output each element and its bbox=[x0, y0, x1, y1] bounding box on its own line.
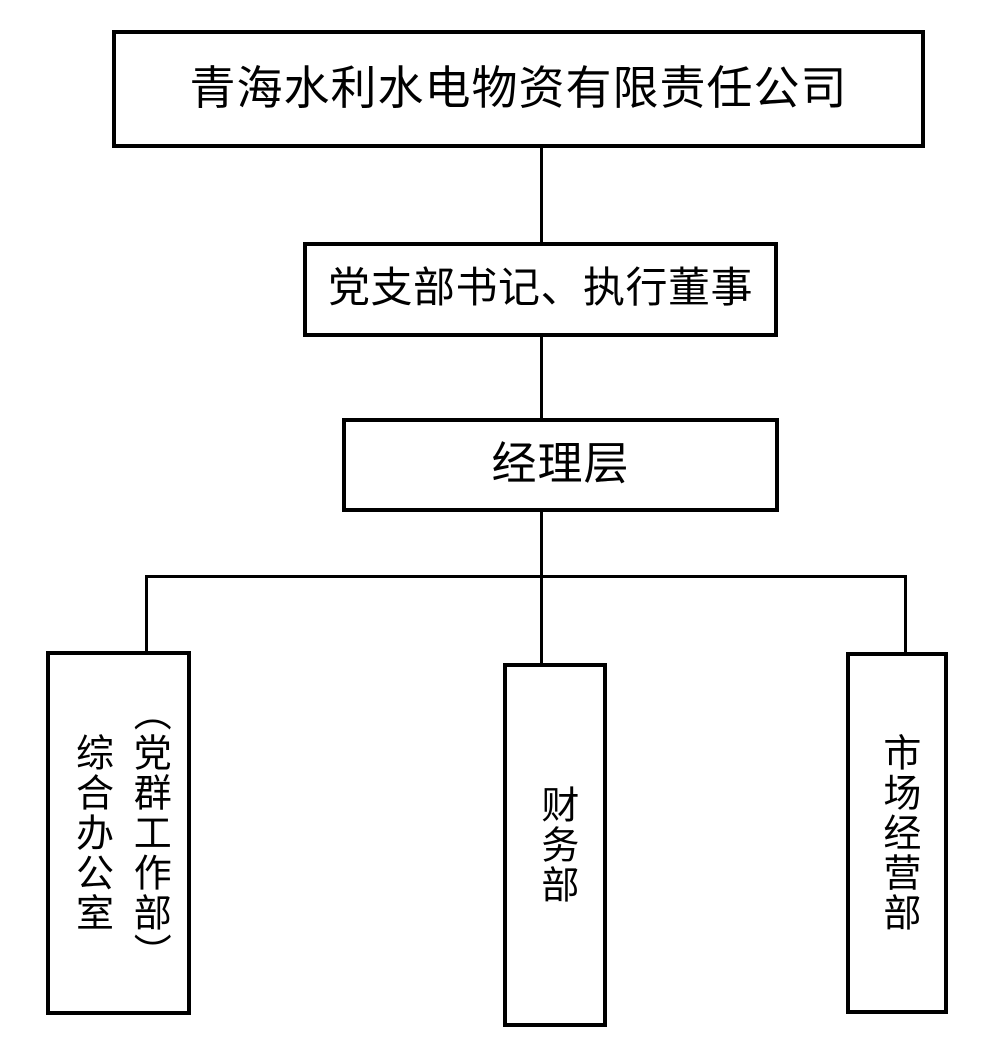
connector-drop-marketing bbox=[904, 575, 907, 654]
connector-drop-general-office bbox=[145, 575, 148, 653]
org-node-marketing-dept: 市场经营部 bbox=[846, 652, 948, 1014]
connector-secretary-to-management bbox=[540, 336, 543, 420]
org-node-party-secretary-executive-director: 党支部书记、执行董事 bbox=[303, 242, 778, 337]
org-node-management-level: 经理层 bbox=[342, 418, 779, 512]
management-level-label: 经理层 bbox=[491, 439, 630, 490]
org-node-finance-dept: 财务部 bbox=[503, 663, 607, 1027]
party-secretary-executive-director-label: 党支部书记、执行董事 bbox=[327, 266, 753, 313]
connector-drop-finance bbox=[540, 575, 543, 665]
org-node-company: 青海水利水电物资有限责任公司 bbox=[112, 30, 925, 148]
party-mass-work-dept-label-column: （党群工作部） bbox=[127, 693, 170, 973]
connector-company-to-secretary bbox=[540, 148, 543, 244]
connector-management-to-distributor bbox=[540, 512, 543, 578]
company-label: 青海水利水电物资有限责任公司 bbox=[189, 62, 848, 114]
marketing-dept-label: 市场经营部 bbox=[876, 733, 919, 933]
finance-dept-label: 财务部 bbox=[534, 785, 577, 905]
org-node-general-office: 综合办公室 （党群工作部） bbox=[46, 651, 191, 1015]
connector-distributor-horizontal bbox=[145, 575, 907, 578]
general-office-label-column: 综合办公室 bbox=[69, 733, 112, 933]
